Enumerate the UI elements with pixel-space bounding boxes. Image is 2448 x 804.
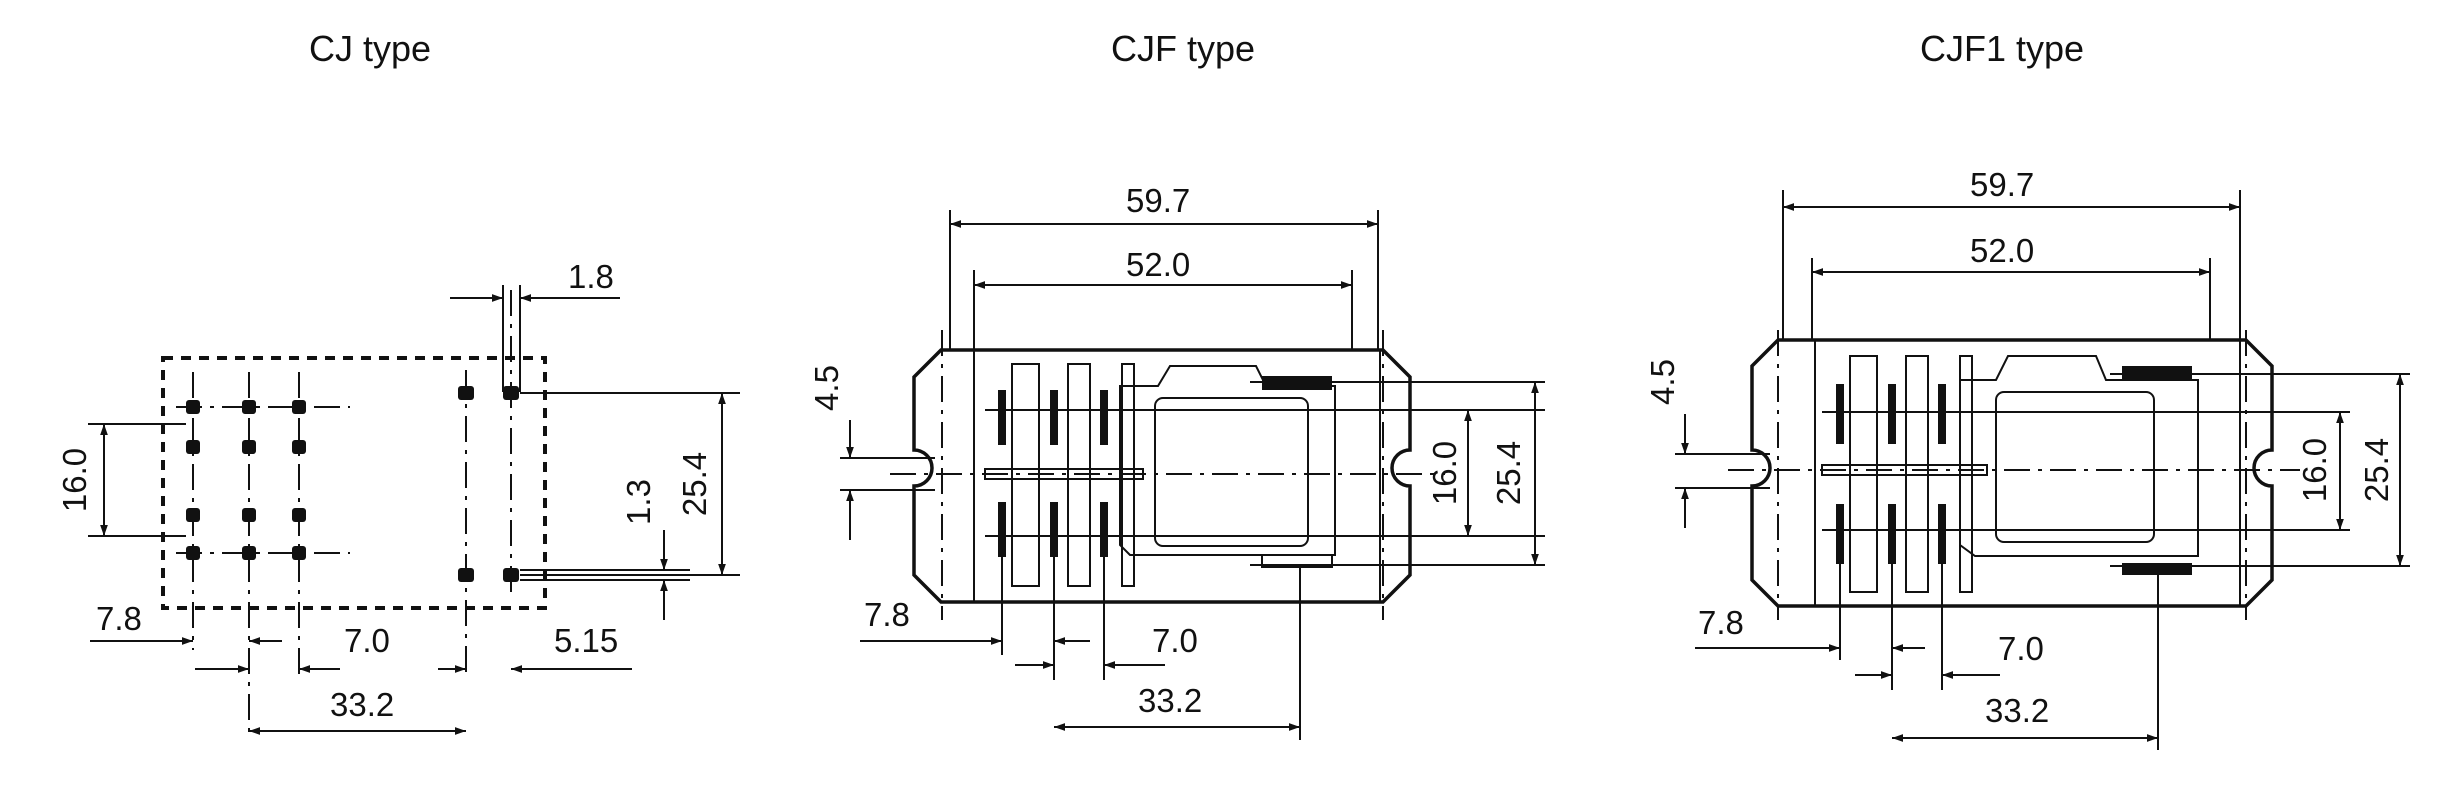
cjf-dim-59-7: 59.7 — [1126, 182, 1190, 219]
cj-dim-1-8: 1.8 — [568, 258, 614, 295]
cj-type-drawing: 1.8 16.0 25.4 1.3 7.8 7.0 5.15 — [56, 258, 740, 740]
cjf-dim-7-8: 7.8 — [864, 596, 910, 633]
cj-dim-25-4: 25.4 — [676, 452, 713, 516]
cjf-dim-4-5: 4.5 — [808, 365, 845, 411]
cjf-dim-25-4: 25.4 — [1490, 441, 1527, 505]
cjf1-dim-7-0: 7.0 — [1998, 630, 2044, 667]
cj-dim-33-2: 33.2 — [330, 686, 394, 723]
cjf1-dim-33-2: 33.2 — [1985, 692, 2049, 729]
cj-dim-7-0: 7.0 — [344, 622, 390, 659]
cjf-dim-52-0: 52.0 — [1126, 246, 1190, 283]
cjf1-dim-4-5: 4.5 — [1644, 359, 1681, 405]
panel-title-cjf1: CJF1 type — [1919, 28, 2085, 69]
cj-dim-7-8: 7.8 — [96, 600, 142, 637]
cjf1-dim-25-4: 25.4 — [2358, 438, 2395, 502]
cjf-type-drawing: 59.7 52.0 4.5 16.0 25.4 7.8 — [808, 182, 1545, 740]
cjf-dim-16-0: 16.0 — [1426, 441, 1463, 505]
cj-dim-16-0: 16.0 — [56, 448, 93, 512]
panel-title-cj: CJ type — [308, 28, 432, 69]
cjf-dim-7-0: 7.0 — [1152, 622, 1198, 659]
cj-dim-1-3: 1.3 — [620, 479, 657, 525]
panel-title-cjf: CJF type — [1110, 28, 1256, 69]
cjf1-dim-7-8: 7.8 — [1698, 604, 1744, 641]
cj-dim-5-15: 5.15 — [554, 622, 618, 659]
cjf1-dim-52-0: 52.0 — [1970, 232, 2034, 269]
cjf1-dim-16-0: 16.0 — [2296, 438, 2333, 502]
cjf-dim-33-2: 33.2 — [1138, 682, 1202, 719]
cjf1-type-drawing: 59.7 52.0 4.5 16.0 25.4 7.8 — [1644, 166, 2410, 750]
cj-outline — [161, 356, 547, 610]
cjf1-dim-59-7: 59.7 — [1970, 166, 2034, 203]
